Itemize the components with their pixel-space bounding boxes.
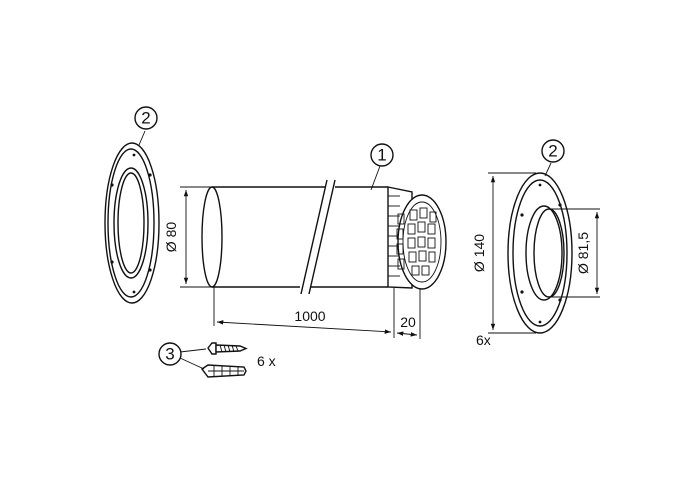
callout-fixings: 3	[158, 342, 182, 366]
fixings-quantity-label: 6 x	[257, 353, 276, 369]
grille-depth-label: 20	[400, 314, 416, 330]
flange-quantity-label: 6x	[476, 332, 491, 348]
callout-leader-screw	[179, 348, 207, 353]
callout-number-flange-left: 2	[141, 109, 150, 128]
flange-outer-diameter-label: Ø 140	[471, 234, 487, 272]
pipe-length-label: 1000	[294, 308, 325, 324]
dimension-flange-outer-diameter: Ø 140	[471, 172, 536, 334]
pipe-diameter-label: Ø 80	[163, 222, 179, 253]
grille-head	[387, 186, 447, 290]
pipe	[201, 179, 388, 295]
dimension-pipe-length: 1000	[213, 285, 395, 338]
callout-number-flange-right: 2	[548, 142, 557, 161]
flange-inner-diameter-label: Ø 81,5	[575, 232, 591, 274]
callout-flange-right: 2	[541, 139, 565, 163]
wall-plug	[200, 364, 247, 378]
callout-leader-pipe	[370, 165, 381, 191]
screw	[207, 342, 248, 355]
flange-left	[104, 142, 160, 304]
dimension-pipe-diameter: Ø 80	[163, 186, 212, 288]
flange-right	[507, 172, 573, 334]
dimension-flange-inner-diameter: Ø 81,5	[550, 208, 600, 298]
callout-pipe: 1	[370, 143, 394, 167]
callout-flange-left: 2	[134, 106, 158, 130]
dimension-grille-depth: 20	[396, 288, 421, 339]
callout-leader-flange-right	[544, 162, 552, 177]
callout-leader-flange-left	[138, 130, 146, 146]
callout-leader-plug	[179, 357, 205, 370]
callout-number-pipe: 1	[377, 146, 386, 165]
callout-number-fixings: 3	[165, 345, 174, 364]
